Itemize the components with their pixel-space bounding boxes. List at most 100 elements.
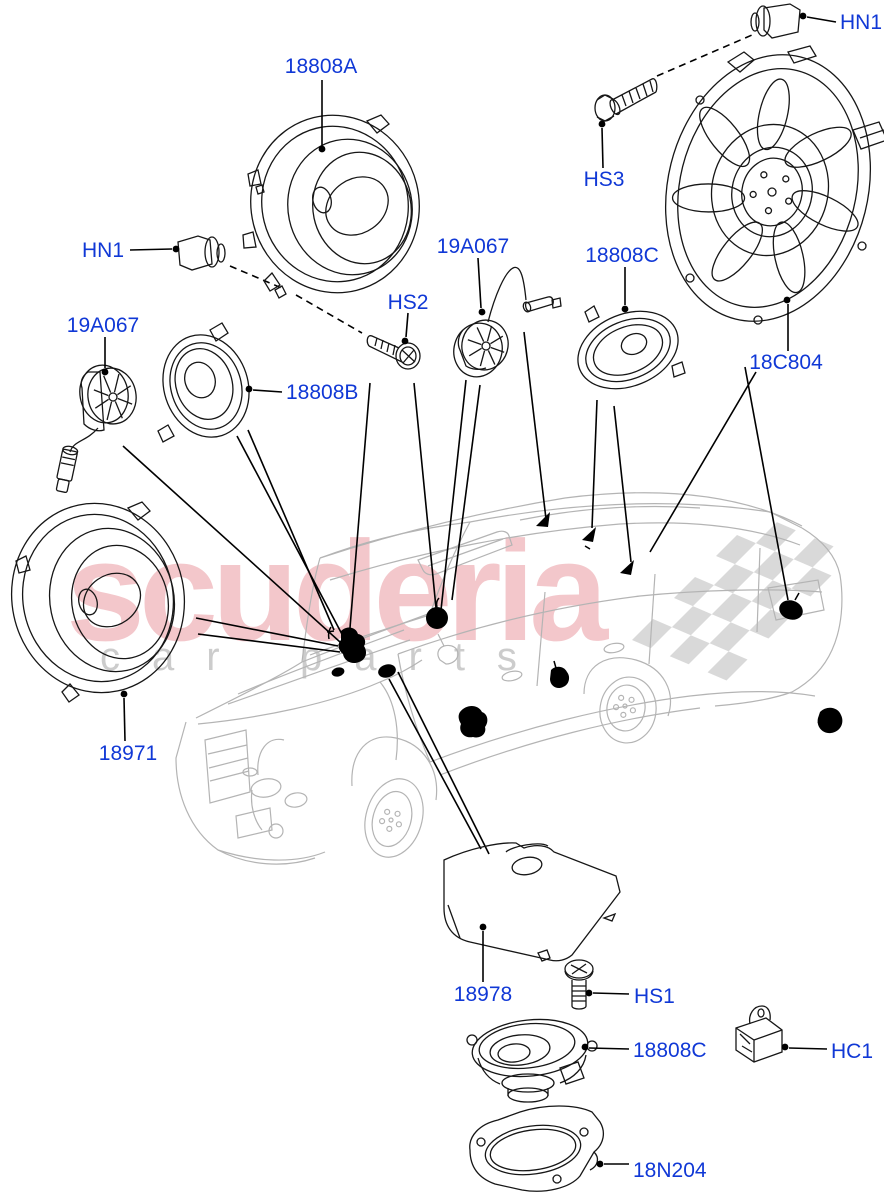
rear-quarter-subwoofer-marker	[817, 707, 843, 734]
detail-dot	[394, 810, 401, 817]
assembly-dashed-lines	[229, 34, 753, 334]
callout-hs3: HS3	[584, 120, 624, 191]
callout-dot	[596, 1160, 604, 1168]
subwoofer-speaker-18c804	[664, 45, 884, 325]
spoke-line	[93, 389, 109, 397]
callout-dot	[120, 690, 128, 698]
callout-leader-line	[788, 1047, 828, 1050]
speaker-terminal	[559, 1061, 585, 1085]
part-illustrations	[10, 3, 884, 1192]
nut-hn1-right	[750, 3, 801, 39]
cowl-marker-left	[331, 667, 345, 677]
pointer-line	[451, 384, 481, 601]
flag-cell	[709, 622, 750, 652]
callout-dot	[172, 245, 180, 253]
callout-18n204: 18N204	[596, 1159, 707, 1182]
detail-dot	[612, 704, 620, 711]
pointer-line	[348, 382, 371, 641]
detail-dot	[395, 821, 402, 828]
front-wheel-lugs	[378, 808, 402, 832]
flag-cell	[751, 580, 792, 610]
roof-marker-tick	[584, 545, 591, 550]
callout-label: 18C804	[749, 351, 823, 374]
hood-left-edge	[195, 661, 303, 719]
dashed-line	[295, 294, 363, 334]
rear-door-speaker-marker	[550, 666, 570, 689]
callout-label: HC1	[831, 1040, 873, 1063]
pointer-line	[591, 399, 598, 529]
speaker-18808a	[242, 114, 420, 299]
detail-dot	[628, 696, 635, 703]
callout-19a067: 19A067	[67, 314, 139, 376]
callout-label: HS2	[388, 291, 429, 314]
flag-cell	[711, 593, 752, 623]
checkered-flag-watermark	[632, 522, 834, 681]
wire-connector	[55, 445, 79, 494]
pointer-line	[195, 617, 339, 647]
callout-leader-line	[588, 1047, 630, 1050]
callout-18808c: 18808C	[581, 1039, 707, 1062]
callout-dot	[401, 337, 409, 345]
spoke-line	[487, 350, 496, 365]
flag-cell	[791, 567, 832, 597]
callout-label: 18971	[99, 742, 157, 765]
spoke-line	[490, 346, 505, 353]
bolt-hs3	[594, 78, 658, 122]
pointer-line	[744, 366, 789, 601]
pointer-line	[236, 435, 345, 639]
front-wheel	[364, 778, 424, 858]
callout-label: 19A067	[437, 235, 509, 258]
speaker-18808c-bottom	[466, 1018, 598, 1103]
callout-hs2: HS2	[388, 291, 429, 345]
callout-dot	[318, 145, 326, 153]
detail-dot	[629, 707, 636, 714]
cowl-line	[301, 613, 429, 663]
callout-dot	[598, 120, 606, 128]
pointer-line	[523, 331, 547, 520]
spoke-line	[479, 350, 486, 367]
spoke-line	[117, 397, 133, 405]
hood-front-edge	[197, 659, 423, 725]
c-pillar	[648, 573, 656, 665]
callout-18808c: 18808C	[585, 244, 659, 313]
rear-wheel-arch	[583, 657, 672, 717]
roof-rail	[319, 492, 803, 559]
spoke-line	[114, 401, 123, 419]
callout-dot	[783, 296, 791, 304]
callout-dot	[799, 12, 807, 20]
tweeter-spokes	[467, 325, 505, 367]
roof-inset-line	[519, 505, 701, 521]
rear-quarter-lower	[714, 691, 793, 707]
callout-18c804: 18C804	[749, 296, 823, 374]
subwoofer-spoke-opening	[784, 126, 852, 168]
callout-hn1: HN1	[82, 239, 180, 262]
callout-label: 19A067	[67, 314, 139, 337]
panel-hole	[511, 856, 543, 876]
callout-label: HS1	[634, 985, 675, 1008]
tweeter-19a067-middle	[453, 266, 562, 378]
roof-marker-rear	[582, 527, 596, 542]
front-bumper-outline	[175, 721, 316, 865]
dash-speaker-marker	[338, 627, 367, 664]
rocker-line	[429, 690, 816, 763]
spoke-line	[486, 325, 493, 342]
front-door-edge	[397, 653, 431, 763]
speaker-18808b	[157, 322, 250, 443]
callout-leader-line	[123, 697, 126, 742]
spoke-line	[113, 373, 120, 393]
cowl-marker-right	[378, 664, 396, 678]
tweeter-spokes	[93, 373, 133, 421]
pointer-line	[122, 445, 341, 643]
callout-label: 18808C	[585, 244, 659, 267]
detail-dot	[388, 817, 394, 823]
roof-marker-front	[536, 512, 550, 527]
marker-ticks	[326, 545, 825, 728]
subwoofer-spoke-opening	[772, 221, 806, 294]
windshield-right-edge	[429, 521, 471, 615]
speaker-18808c-middle	[577, 305, 686, 390]
rear-door-marker-tick	[553, 660, 557, 669]
detail-dot	[785, 197, 793, 205]
sunroof-inner-line	[427, 538, 504, 567]
callout-18971: 18971	[99, 690, 157, 765]
